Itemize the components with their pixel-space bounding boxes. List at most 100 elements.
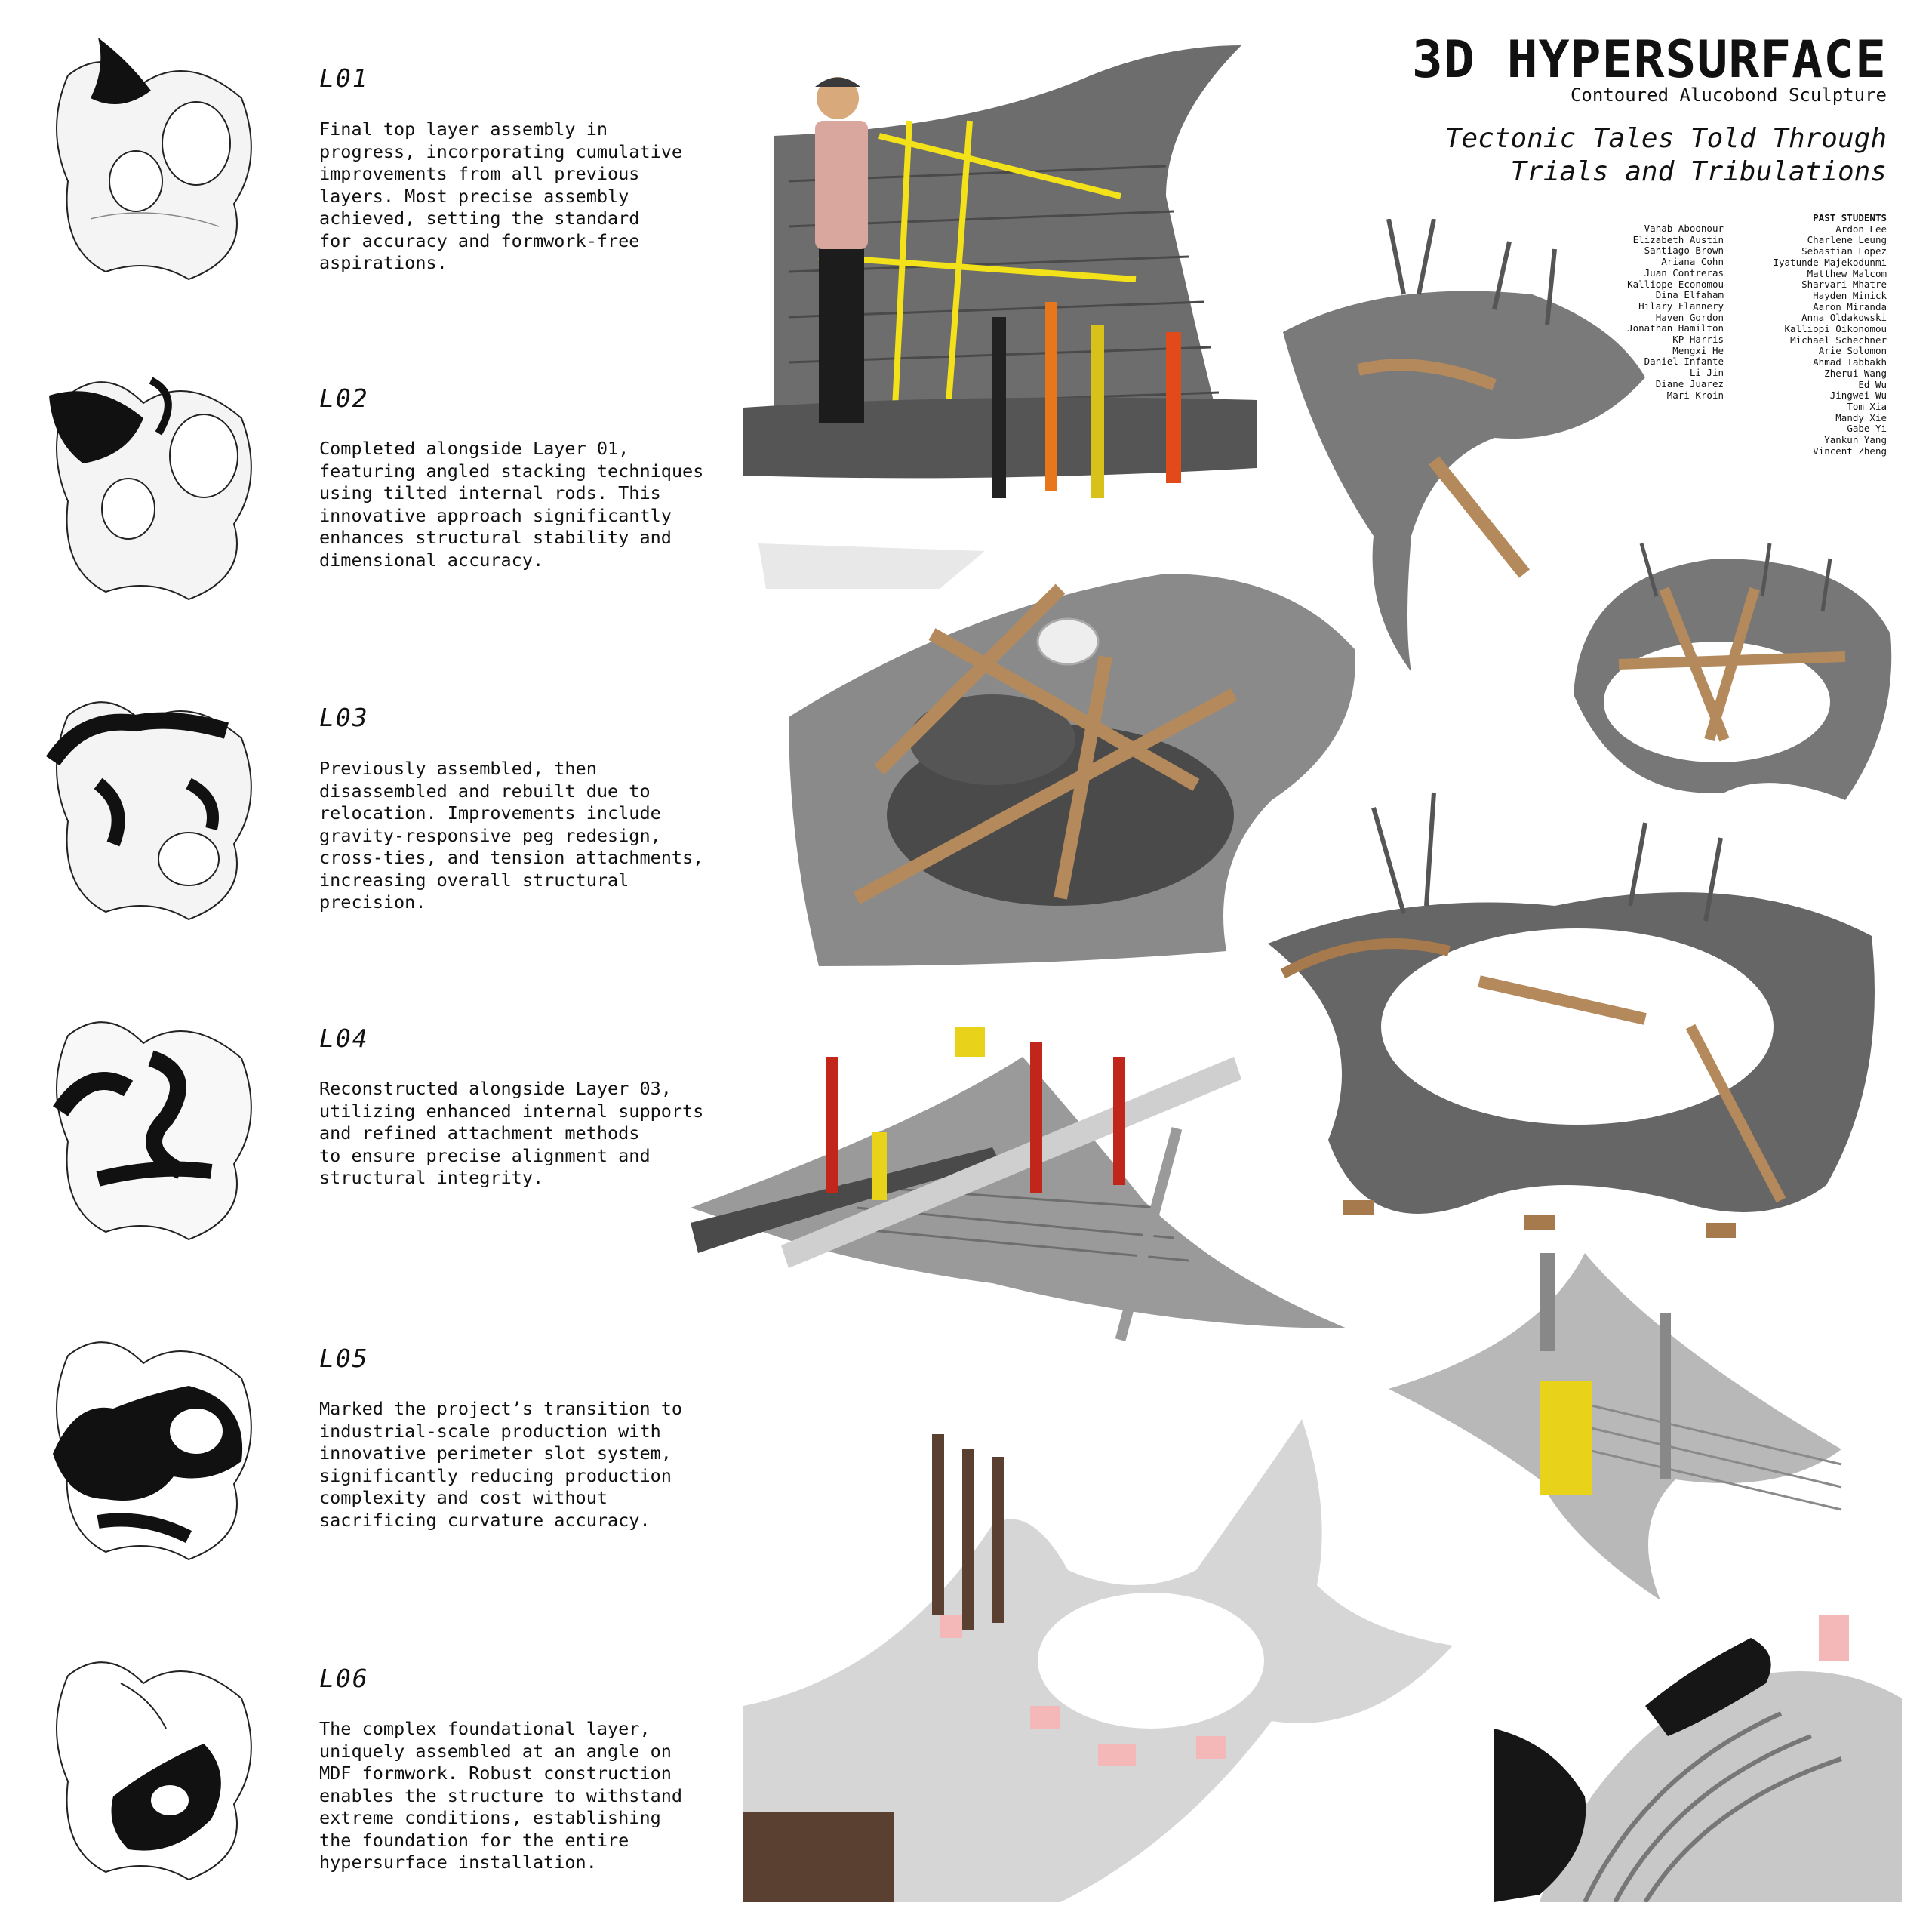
layer-id-l05: L05 [319, 1344, 369, 1373]
layer-id-l01: L01 [319, 63, 369, 93]
description-line: enables the structure to withstand [319, 1784, 683, 1806]
student-name: Mandy Xie [1835, 411, 1887, 423]
student-name: Hilary Flannery [1638, 300, 1724, 312]
layer-description-l01: Final top layer assembly in progress, in… [319, 119, 727, 275]
layer-description-l05: Marked the project’s transition to indus… [319, 1398, 727, 1532]
photo-hands-assembly [1494, 1608, 1902, 1902]
layer-id-l02: L02 [319, 383, 369, 413]
photo-l01-assembly [743, 30, 1257, 513]
description-line: Completed alongside Layer 01, [319, 438, 629, 459]
description-line: dimensional accuracy. [319, 549, 544, 571]
photo-l05-loop [1253, 777, 1902, 1261]
description-line: Previously assembled, then [319, 758, 597, 779]
layer-diagram-l06 [56, 1661, 252, 1881]
student-name: Sharvari Mhatre [1801, 279, 1887, 291]
description-line: and refined attachment methods [319, 1122, 640, 1144]
description-line: Marked the project’s transition to [319, 1398, 683, 1419]
student-name: Iyatunde Majekodunmi [1773, 256, 1887, 268]
layer-id-l06: L06 [319, 1664, 369, 1693]
poster-tagline: Tectonic Tales Told Through Trials and T… [1445, 122, 1887, 189]
description-line: MDF formwork. Robust construction [319, 1763, 672, 1784]
poster-subtitle: Contoured Alucobond Sculpture [1570, 85, 1887, 106]
photo-l04-ring [1528, 543, 1906, 815]
student-name: Haven Gordon [1655, 311, 1724, 323]
student-name: Santiago Brown [1644, 245, 1724, 257]
description-line: extreme conditions, establishing [319, 1807, 661, 1828]
student-name: Li Jin [1689, 367, 1724, 379]
student-name: Mengxi He [1672, 344, 1724, 356]
student-name: Arie Solomon [1818, 345, 1887, 357]
student-name: Zherui Wang [1824, 367, 1887, 379]
student-name: Mari Kroin [1666, 389, 1724, 401]
description-line: precision. [319, 891, 426, 913]
photo-l03-structure [1268, 219, 1660, 672]
description-line: structural integrity. [319, 1167, 544, 1188]
description-line: to ensure precise alignment and [319, 1144, 651, 1166]
description-line: uniquely assembled at an angle on [319, 1740, 672, 1762]
layer-diagram-l03 [45, 701, 252, 921]
student-name: Yankun Yang [1824, 434, 1887, 446]
student-name: KP Harris [1672, 334, 1724, 346]
description-line: achieved, setting the standard [319, 208, 640, 229]
photo-l02-framework [743, 543, 1362, 966]
student-name: Kalliopi Oikonomou [1784, 323, 1887, 335]
tagline-line-2: Trials and Tribulations [1510, 156, 1887, 187]
poster-title: 3D HYPERSURFACE [1411, 30, 1887, 90]
description-line: for accuracy and formwork-free [319, 229, 640, 251]
student-name: Vahab Aboonour [1644, 223, 1724, 234]
description-line: hypersurface installation. [319, 1852, 597, 1873]
layer-diagram-l01 [56, 38, 252, 281]
student-name: Ahmad Tabbakh [1813, 356, 1887, 368]
student-name: Michael Schechner [1790, 334, 1887, 346]
layer-diagram-l05 [53, 1341, 252, 1561]
student-name: Ed Wu [1858, 378, 1887, 390]
students-column-1: Vahab Aboonour Elizabeth Austin Santiago… [1543, 223, 1724, 401]
student-name: Vincent Zheng [1813, 445, 1887, 457]
student-name: Daniel Infante [1644, 356, 1724, 368]
students-column-2: PAST STUDENTS Ardon Lee Charlene Leung S… [1706, 212, 1887, 457]
description-line: Reconstructed alongside Layer 03, [319, 1078, 672, 1099]
description-line: cross-ties, and tension attachments, [319, 847, 704, 868]
description-line: sacrificing curvature accuracy. [319, 1509, 651, 1531]
description-line: industrial-scale production with [319, 1420, 661, 1442]
layer-diagram-l02 [49, 377, 252, 601]
description-line: increasing overall structural [319, 869, 629, 891]
layer-description-l02: Completed alongside Layer 01, featuring … [319, 438, 727, 571]
description-line: using tilted internal rods. This [319, 482, 661, 503]
photo-l04-clamps [691, 1011, 1355, 1359]
description-line: gravity-responsive peg redesign, [319, 824, 661, 846]
student-name: Diane Juarez [1655, 377, 1724, 389]
students-heading: PAST STUDENTS [1813, 212, 1887, 223]
student-name: Jingwei Wu [1829, 389, 1887, 402]
layer-diagram-l04 [53, 1021, 252, 1241]
description-line: relocation. Improvements include [319, 802, 661, 824]
student-name: Sebastian Lopez [1801, 245, 1887, 257]
student-name: Elizabeth Austin [1632, 233, 1724, 245]
student-name: Dina Elfaham [1655, 289, 1724, 301]
description-line: aspirations. [319, 252, 448, 273]
student-name: Gabe Yi [1847, 423, 1887, 435]
description-line: improvements from all previous [319, 163, 640, 184]
description-line: significantly reducing production [319, 1464, 672, 1486]
student-name: Anna Oldakowski [1801, 312, 1887, 324]
student-name: Juan Contreras [1644, 266, 1724, 279]
description-line: innovative approach significantly [319, 504, 672, 526]
student-name: Hayden Minick [1813, 289, 1887, 301]
student-name: Aaron Miranda [1813, 300, 1887, 312]
description-line: complexity and cost without [319, 1487, 608, 1508]
student-name: Matthew Malcom [1807, 267, 1887, 279]
layer-description-l04: Reconstructed alongside Layer 03, utiliz… [319, 1078, 727, 1190]
description-line: disassembled and rebuilt due to [319, 780, 651, 802]
tagline-line-1: Tectonic Tales Told Through [1444, 123, 1887, 154]
layer-description-l03: Previously assembled, then disassembled … [319, 758, 727, 914]
layer-id-l04: L04 [319, 1024, 369, 1053]
layer-description-l06: The complex foundational layer, uniquely… [319, 1718, 727, 1874]
student-name: Ardon Lee [1835, 223, 1887, 235]
description-line: featuring angled stacking techniques [319, 460, 704, 482]
description-line: The complex foundational layer, [319, 1718, 651, 1739]
photo-l05-panel [1389, 1253, 1872, 1600]
student-name: Ariana Cohn [1661, 256, 1724, 268]
description-line: the foundation for the entire [319, 1829, 629, 1851]
description-line: Final top layer assembly in [319, 119, 608, 140]
description-line: enhances structural stability and [319, 527, 672, 548]
